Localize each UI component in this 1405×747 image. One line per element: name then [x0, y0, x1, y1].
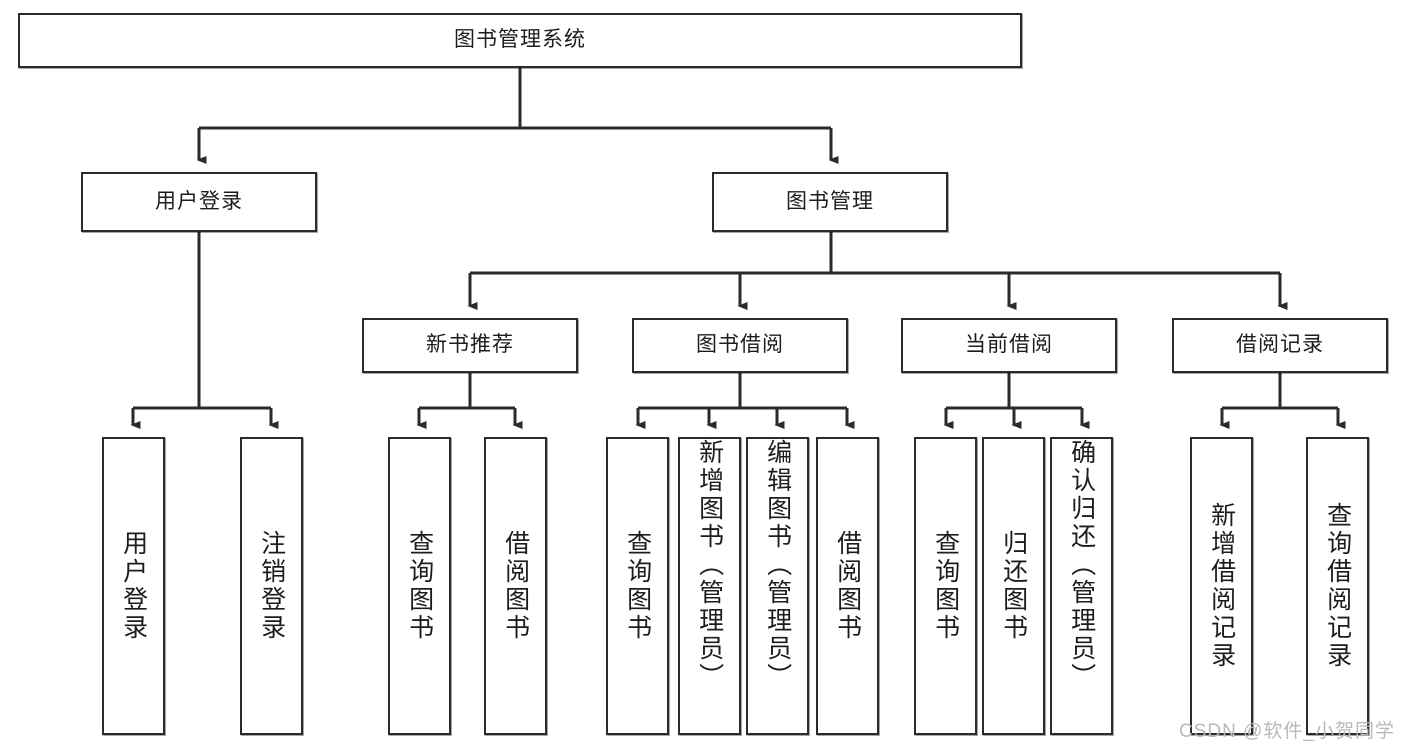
- node-book-borrowing[interactable]: 图书借阅: [632, 318, 848, 373]
- node-label: 编辑图书（管理员）: [763, 439, 792, 691]
- node-label: 查询图书: [623, 530, 652, 642]
- node-label: 新增图书（管理员）: [695, 439, 724, 691]
- node-label: 确认归还（管理员）: [1067, 439, 1096, 691]
- node-book-management[interactable]: 图书管理: [712, 172, 948, 232]
- leaf-book-borrow-add-book-admin[interactable]: 新增图书（管理员）: [678, 437, 741, 735]
- node-label: 借阅图书: [833, 530, 862, 642]
- node-label: 查询借阅记录: [1323, 502, 1352, 670]
- leaf-book-borrow-query-books[interactable]: 查询图书: [606, 437, 669, 735]
- node-label: 注销登录: [257, 530, 286, 642]
- node-label: 用户登录: [119, 530, 148, 642]
- leaf-book-borrow-edit-book-admin[interactable]: 编辑图书（管理员）: [746, 437, 809, 735]
- node-label: 图书管理: [786, 189, 874, 213]
- leaf-user-login-login[interactable]: 用户登录: [102, 437, 165, 735]
- node-label: 借阅记录: [1236, 333, 1324, 357]
- leaf-new-book-query-books[interactable]: 查询图书: [388, 437, 451, 735]
- node-user-login[interactable]: 用户登录: [81, 172, 317, 232]
- leaf-new-book-borrow-books[interactable]: 借阅图书: [484, 437, 547, 735]
- leaf-borrow-record-query-record[interactable]: 查询借阅记录: [1306, 437, 1369, 735]
- node-borrow-records[interactable]: 借阅记录: [1172, 318, 1388, 373]
- node-root-library-system[interactable]: 图书管理系统: [18, 13, 1022, 68]
- node-label: 查询图书: [405, 530, 434, 642]
- leaf-current-borrow-confirm-return-admin[interactable]: 确认归还（管理员）: [1050, 437, 1113, 735]
- node-label: 图书管理系统: [454, 28, 586, 52]
- leaf-current-borrow-return-books[interactable]: 归还图书: [982, 437, 1045, 735]
- node-label: 借阅图书: [501, 530, 530, 642]
- leaf-borrow-record-add-record[interactable]: 新增借阅记录: [1190, 437, 1253, 735]
- node-label: 新增借阅记录: [1207, 502, 1236, 670]
- node-label: 当前借阅: [965, 333, 1053, 357]
- node-label: 归还图书: [999, 530, 1028, 642]
- node-current-borrowing[interactable]: 当前借阅: [901, 318, 1117, 373]
- leaf-user-login-logout[interactable]: 注销登录: [240, 437, 303, 735]
- node-label: 新书推荐: [426, 333, 514, 357]
- leaf-book-borrow-borrow-books[interactable]: 借阅图书: [816, 437, 879, 735]
- node-label: 图书借阅: [696, 333, 784, 357]
- node-label: 用户登录: [155, 189, 243, 213]
- leaf-current-borrow-query-books[interactable]: 查询图书: [914, 437, 977, 735]
- node-new-book-recommendation[interactable]: 新书推荐: [362, 318, 578, 373]
- node-label: 查询图书: [931, 530, 960, 642]
